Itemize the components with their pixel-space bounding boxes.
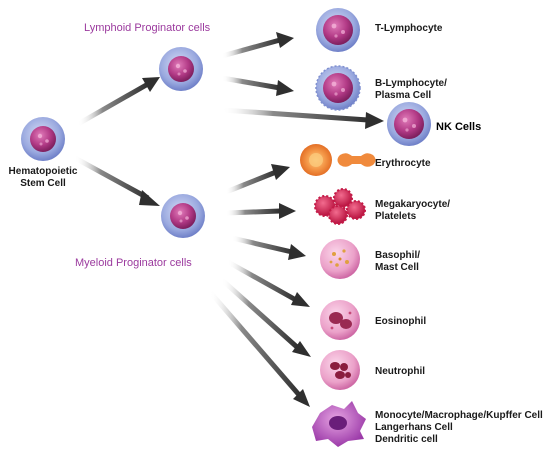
stem-cell-label: Hematopoietic Stem Cell bbox=[2, 166, 84, 190]
platelet-cells bbox=[314, 188, 366, 225]
arrow-myeloid-to-megakaryocyte bbox=[225, 203, 296, 219]
erythrocyte-label: Erythrocyte bbox=[375, 158, 431, 169]
b-lymphocyte-label-line2: Plasma Cell bbox=[375, 90, 432, 101]
arrow-myeloid-to-neutrophil bbox=[220, 278, 311, 357]
basophil-label-line1: Basophil/ bbox=[375, 250, 421, 261]
b-lymphocyte-label: B-Lymphocyte/ Plasma Cell bbox=[375, 78, 447, 102]
arrow-myeloid-to-erythrocyte bbox=[225, 164, 290, 195]
stem-cell-label-line2: Stem Cell bbox=[20, 178, 66, 189]
myeloid-progenitor-cell bbox=[161, 194, 205, 238]
basophil-label: Basophil/ Mast Cell bbox=[375, 250, 420, 274]
megakaryocyte-label-line2: Platelets bbox=[375, 211, 417, 222]
eosinophil-cell bbox=[320, 300, 360, 340]
arrow-lymphoid-to-b bbox=[221, 75, 294, 96]
basophil-label-line2: Mast Cell bbox=[375, 262, 419, 273]
monocyte-macrophage-cell bbox=[312, 401, 366, 447]
basophil-cell bbox=[320, 239, 360, 279]
nk-cells-label: NK Cells bbox=[436, 121, 482, 133]
megakaryocyte-label: Megakaryocyte/ Platelets bbox=[375, 199, 450, 223]
b-lymphocyte-label-line1: B-Lymphocyte/ bbox=[375, 78, 447, 89]
lymphoid-progenitor-label: Lymphoid Proginator cells bbox=[84, 22, 211, 34]
monocyte-label-line1: Monocyte/Macrophage/Kupffer Cell bbox=[375, 410, 543, 421]
b-lymphocyte-cell bbox=[315, 65, 361, 111]
stem-cell bbox=[21, 117, 65, 161]
nk-cell bbox=[387, 102, 431, 146]
eosinophil-label: Eosinophil bbox=[375, 316, 427, 327]
myeloid-progenitor-label: Myeloid Proginator cells bbox=[75, 257, 192, 269]
arrow-stem-to-myeloid bbox=[73, 155, 160, 206]
monocyte-label: Monocyte/Macrophage/Kupffer Cell Langerh… bbox=[375, 410, 543, 446]
arrow-lymphoid-to-t bbox=[221, 32, 294, 59]
erythrocyte-cells bbox=[300, 144, 376, 176]
neutrophil-cell bbox=[320, 350, 360, 390]
arrow-myeloid-to-eosinophil bbox=[226, 259, 310, 307]
neutrophil-label: Neutrophil bbox=[375, 366, 425, 377]
arrow-myeloid-to-basophil bbox=[231, 235, 306, 260]
t-lymphocyte-label: T-Lymphocyte bbox=[375, 23, 443, 34]
arrow-stem-to-lymphoid bbox=[76, 77, 160, 127]
lymphoid-progenitor-cell bbox=[159, 47, 203, 91]
arrow-lymphoid-to-nk bbox=[221, 107, 384, 129]
t-lymphocyte-cell bbox=[316, 8, 360, 52]
arrows bbox=[73, 32, 384, 407]
monocyte-label-line2: Langerhans Cell bbox=[375, 422, 453, 433]
stem-cell-label-line1: Hematopoietic bbox=[8, 166, 78, 177]
megakaryocyte-label-line1: Megakaryocyte/ bbox=[375, 199, 451, 210]
monocyte-label-line3: Dendritic cell bbox=[375, 434, 438, 445]
arrow-myeloid-to-monocyte bbox=[208, 290, 310, 407]
